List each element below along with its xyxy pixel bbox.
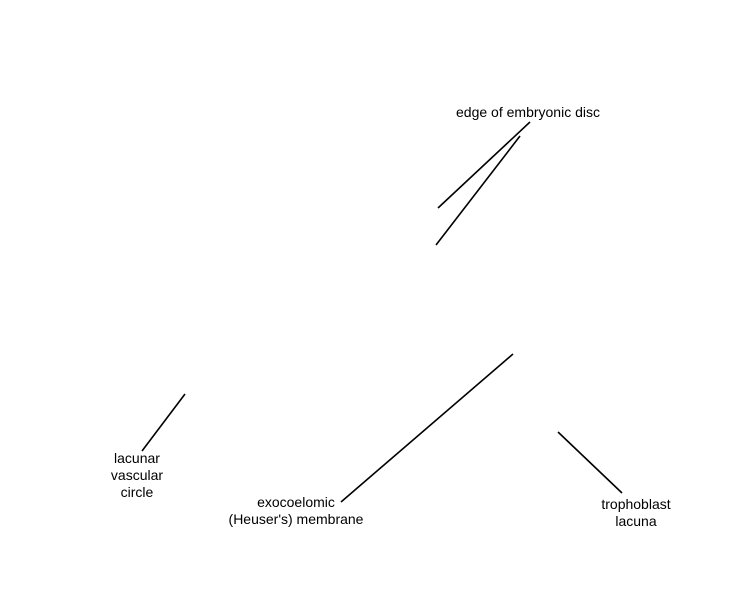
label-lacunar-vascular-circle-line-3: circle [120,484,154,500]
label-exocoelomic-membrane-line-2: (Heuser's) membrane [228,511,364,527]
leader-line-lacunar-vascular-circle [141,393,186,452]
label-trophoblast-lacuna: trophoblast lacuna [588,496,684,530]
label-exocoelomic-membrane: exocoelomic (Heuser's) membrane [220,494,372,528]
label-lacunar-vascular-circle: lacunar vascular circle [100,450,174,501]
label-edge-of-embryonic-disc: edge of embryonic disc [442,104,614,121]
label-exocoelomic-membrane-line-1: exocoelomic [257,494,335,510]
leader-line-exocoelomic-membrane [340,353,514,503]
label-lacunar-vascular-circle-line-1: lacunar [114,450,160,466]
label-edge-of-embryonic-disc-line-1: edge of embryonic disc [456,104,600,120]
leader-line-trophoblast-lacuna [557,431,623,494]
leader-line-embryonic-disc-lower [435,135,521,246]
label-lacunar-vascular-circle-line-2: vascular [110,467,164,483]
label-trophoblast-lacuna-line-2: lacuna [615,513,657,529]
leader-line-embryonic-disc-upper [437,121,531,209]
label-trophoblast-lacuna-line-1: trophoblast [601,496,671,512]
